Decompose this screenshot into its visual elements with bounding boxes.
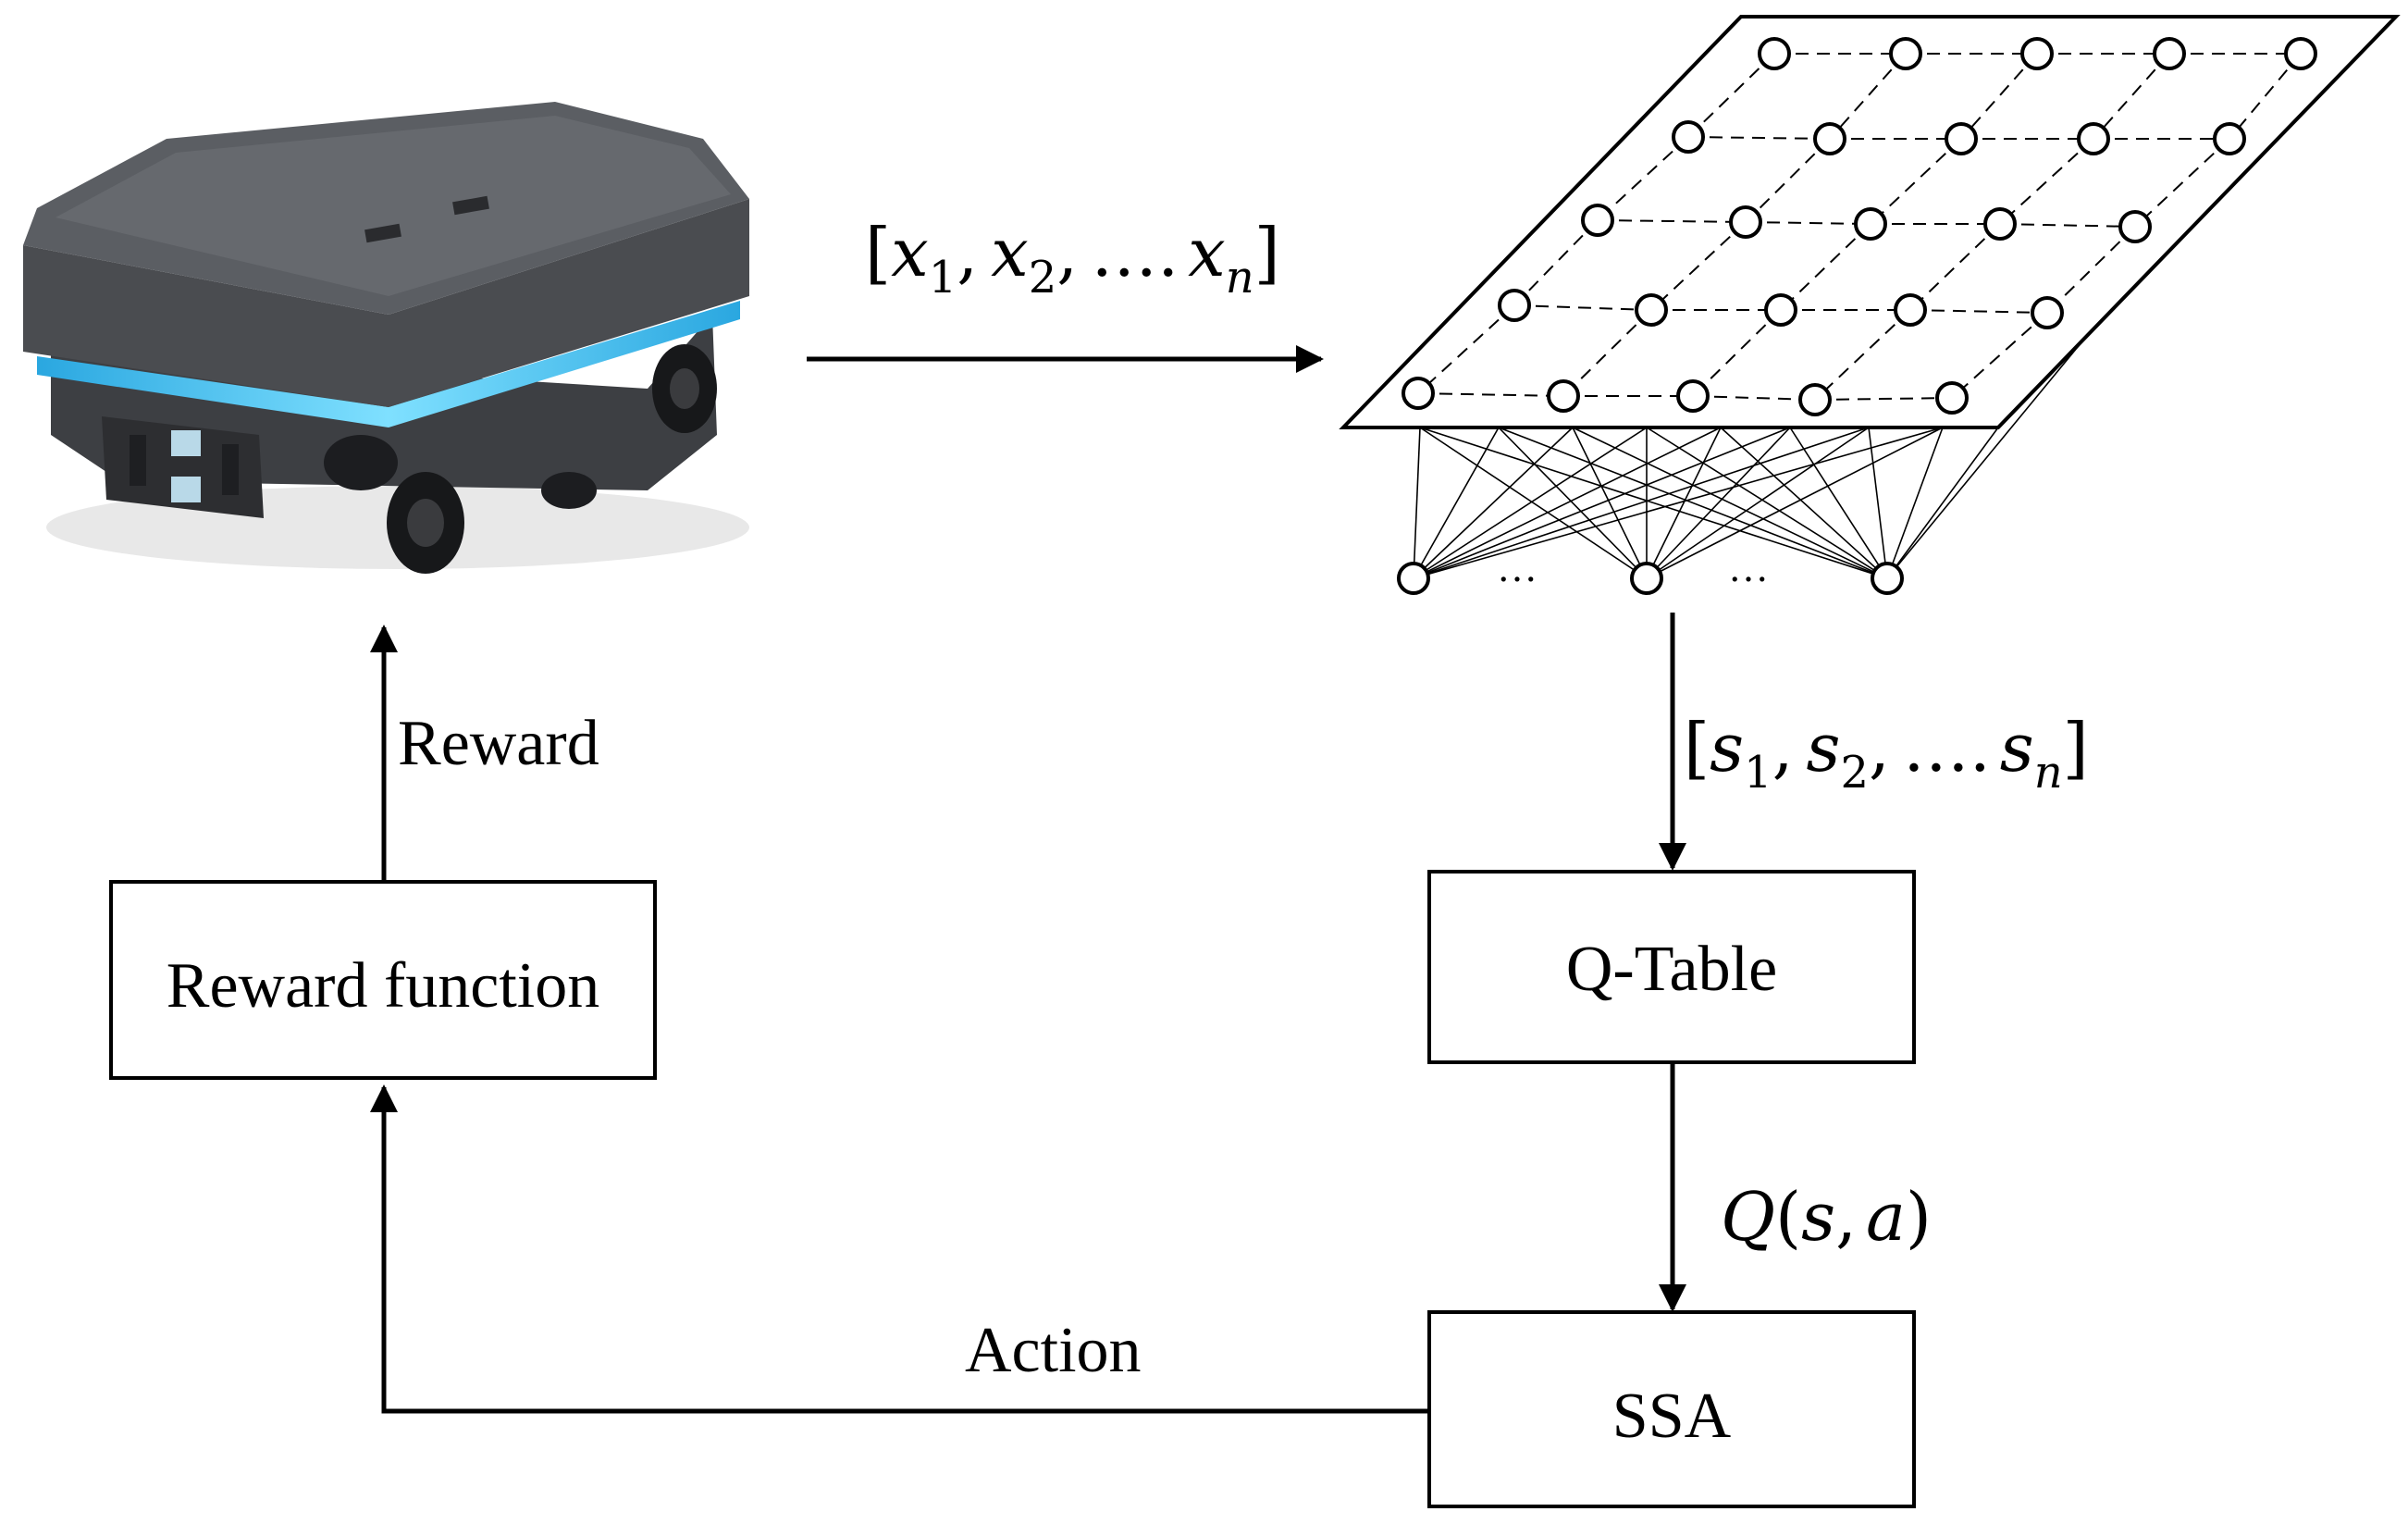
grid-node: [1945, 122, 1978, 155]
grid-node: [1547, 379, 1580, 413]
input-vector-label: [x1,x2,….xn]: [865, 214, 1280, 304]
mobile-robot-image: [23, 102, 749, 574]
grid-node: [2118, 210, 2152, 243]
action-label: Action: [965, 1315, 1142, 1386]
reward-function-node: Reward function: [109, 880, 657, 1080]
grid-node: [1635, 293, 1668, 327]
ssa-to-reward-function-arrow: [370, 1084, 1429, 1414]
grid-node: [2077, 122, 2110, 155]
reward-function-label: Reward function: [167, 950, 599, 1022]
grid-node: [1935, 381, 1969, 415]
grid-node: [1498, 289, 1531, 322]
neural-network-grid: [1339, 15, 2401, 595]
grid-node: [1889, 37, 1922, 70]
ssa-node: SSA: [1427, 1310, 1916, 1508]
output-node: [1630, 562, 1663, 595]
q-value-label: Q(s,a): [1721, 1178, 1932, 1256]
grid-node: [1813, 122, 1846, 155]
q-table-label: Q-Table: [1566, 934, 1777, 1005]
grid-node: [1729, 205, 1762, 239]
ssa-label: SSA: [1612, 1381, 1732, 1452]
grid-node: [1983, 207, 2017, 241]
network-ellipsis-right: …: [1728, 545, 1769, 590]
grid-node: [1894, 293, 1927, 327]
grid-node: [2213, 122, 2246, 155]
grid-node: [1854, 207, 1887, 241]
network-ellipsis-left: …: [1497, 545, 1537, 590]
state-vector-label: [s1,s2,….sn]: [1684, 709, 2089, 799]
grid-node: [1798, 383, 1832, 416]
output-node: [1871, 562, 1904, 595]
grid-node: [2153, 37, 2186, 70]
grid-node: [1672, 120, 1705, 154]
reward-label: Reward: [398, 708, 599, 779]
grid-node: [1676, 379, 1710, 413]
grid-node: [1758, 37, 1791, 70]
grid-node: [2284, 37, 2317, 70]
grid-node: [2020, 37, 2054, 70]
grid-node: [1581, 204, 1614, 237]
q-table-node: Q-Table: [1427, 870, 1916, 1064]
grid-node: [1402, 377, 1435, 410]
output-node: [1397, 562, 1430, 595]
grid-node: [1764, 293, 1797, 327]
grid-node: [2031, 296, 2064, 329]
